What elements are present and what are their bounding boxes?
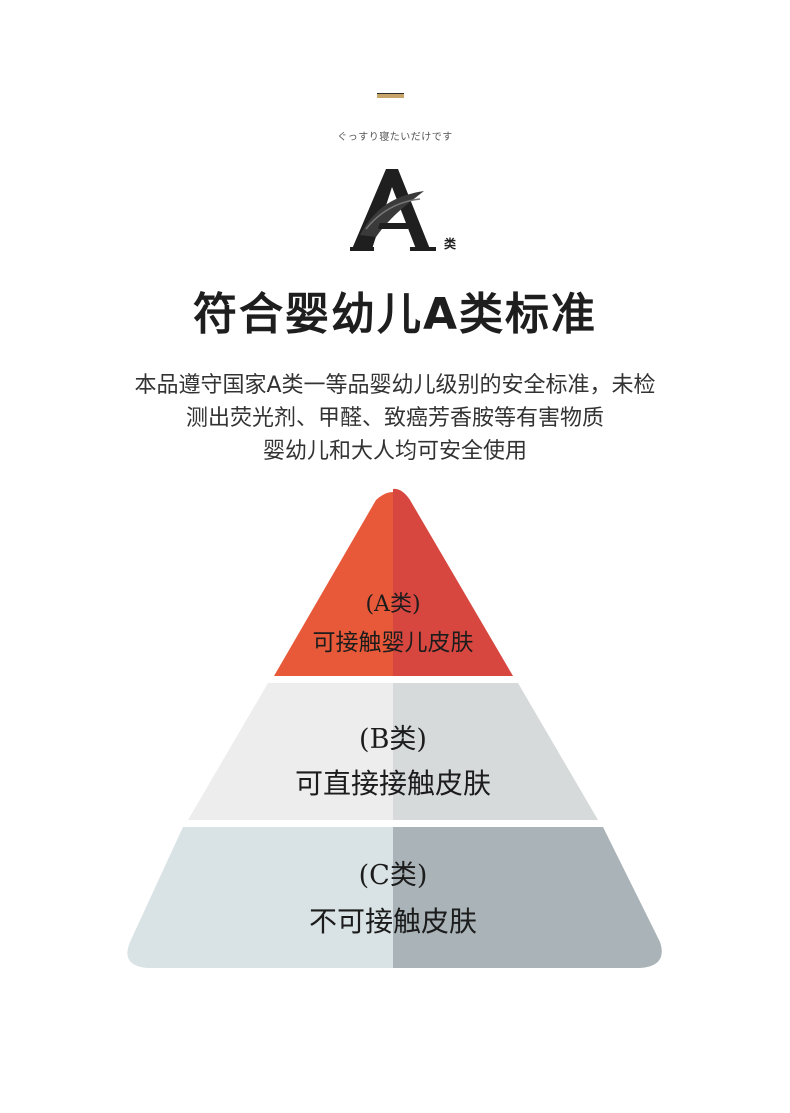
- logo-suffix: 类: [444, 237, 457, 251]
- description-line: 本品遵守国家A类一等品婴幼儿级别的安全标准，未检: [134, 373, 656, 398]
- description-line: 婴幼儿和大人均可安全使用: [262, 439, 527, 464]
- japanese-tagline: ぐっすり寝たいだけです: [337, 132, 453, 143]
- tier-b-description: 可直接接触皮肤: [295, 767, 491, 800]
- pyramid-tier-a: (A类) 可接触婴儿皮肤: [274, 488, 513, 676]
- page-title: 符合婴幼儿A类标准: [192, 289, 598, 340]
- tier-c-description: 不可接触皮肤: [309, 905, 477, 938]
- tier-c-grade: (C类): [359, 860, 428, 891]
- tier-a-description: 可接触婴儿皮肤: [313, 630, 474, 656]
- decorative-accent-line: [377, 93, 404, 98]
- description-line: 测出荧光剂、甲醛、致癌芳香胺等有害物质: [185, 406, 604, 431]
- tier-b-grade: (B类): [359, 724, 427, 755]
- tier-a-grade: (A类): [365, 592, 420, 617]
- pyramid-tier-c: (C类) 不可接触皮肤: [127, 827, 662, 968]
- pyramid-tier-b: (B类) 可直接接触皮肤: [188, 683, 598, 820]
- a-class-logo-icon: [350, 169, 436, 251]
